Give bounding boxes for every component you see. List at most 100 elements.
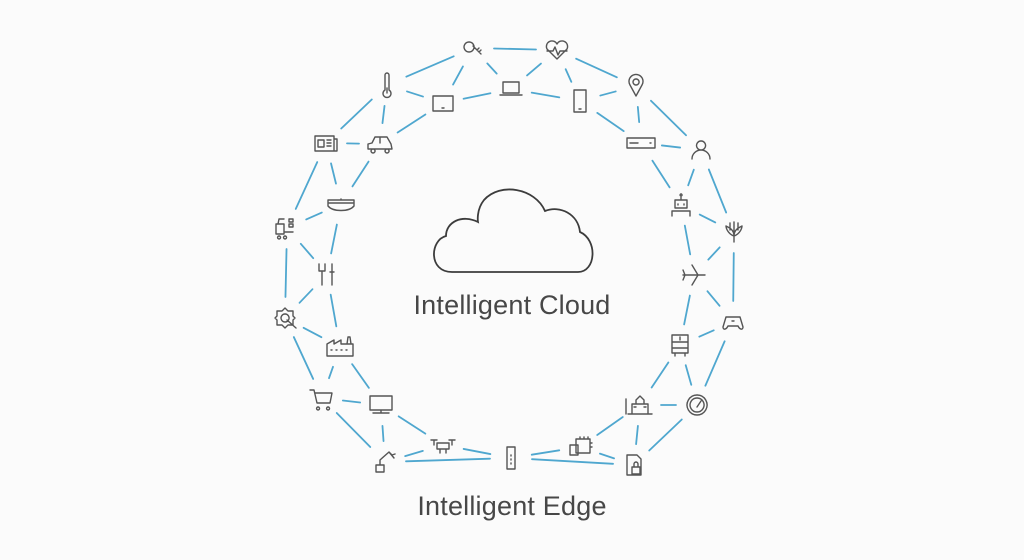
link-usb-device-drone [462,448,492,455]
link-robot-airplane [683,224,692,256]
person-icon [691,140,711,160]
key-icon [463,41,482,55]
airplane-icon [682,264,706,286]
server-icon [626,137,656,149]
link-person-robot [687,168,695,187]
tablet-glyph [432,95,454,112]
link-monitor-shopping-cart [341,399,362,404]
link-robot-arm-shopping-cart [335,412,372,448]
link-gamepad-bus [698,329,715,338]
link-gear-wrench-tools [298,288,314,304]
chip-glyph [569,436,593,456]
robot-arm-glyph [375,451,396,473]
cloud-icon [433,188,594,273]
link-monitor-robot-arm [381,425,385,442]
link-forklift-headset [305,211,323,221]
link-airplane-bus [683,294,691,326]
monitor-icon [369,395,393,414]
usb-device-icon [506,446,516,470]
car-glyph [367,136,393,154]
link-tools-forklift [299,242,315,260]
link-key-laptop [486,62,498,75]
link-thermometer-tablet [406,90,424,98]
gear-wrench-icon [274,307,297,329]
drone-icon [430,439,456,454]
location-pin-glyph [628,73,644,97]
chip-icon [569,436,593,456]
forklift-glyph [275,218,294,240]
link-monitor-factory [351,363,370,389]
link-thermometer-car [381,104,386,125]
server-glyph [626,137,656,149]
gauge-icon [686,394,708,416]
gamepad-icon [722,316,744,330]
newspaper-icon [314,135,338,152]
headset-glyph [327,198,355,212]
link-usb-device-robot-arm [405,457,491,463]
wheat-glyph [725,221,743,243]
thermometer-icon [382,72,392,99]
document-lock-glyph [626,454,642,476]
airplane-glyph [682,264,706,286]
car-icon [367,136,393,154]
factory-glyph [326,336,354,357]
link-person-wheat [707,168,728,214]
heart-rate-icon [545,40,569,60]
wheat-icon [725,221,743,243]
link-shopping-cart-factory [328,365,334,380]
device-icons [274,40,744,476]
link-headset-newspaper [330,162,337,185]
link-heart-rate-laptop [526,62,542,77]
document-lock-icon [626,454,642,476]
link-school-chip [596,416,624,436]
link-location-pin-server [636,106,641,123]
link-gear-wrench-forklift [284,248,288,298]
connection-lines [284,47,735,465]
location-pin-icon [628,73,644,97]
link-laptop-phone [530,91,561,99]
link-headset-car [351,160,370,188]
shopping-cart-icon [309,389,333,411]
phone-glyph [573,89,587,113]
laptop-icon [499,81,523,96]
headset-icon [327,198,355,212]
link-forklift-newspaper [294,161,319,210]
intelligent-edge-label: Intelligent Edge [417,491,607,521]
forklift-icon [275,218,294,240]
intelligent-cloud-label: Intelligent Cloud [413,290,611,320]
bus-icon [671,334,689,357]
link-shopping-cart-gear-wrench [292,336,315,380]
link-gamepad-gauge [704,340,726,387]
link-document-lock-usb-device [531,458,614,465]
heart-rate-glyph [545,40,569,60]
link-tablet-laptop [462,92,492,100]
link-gauge-document-lock [648,418,683,452]
newspaper-glyph [314,135,338,152]
link-chip-usb-device [530,449,561,456]
link-drone-monitor [397,415,427,435]
link-robot-wheat [698,213,717,224]
link-factory-gear-wrench [302,326,323,339]
robot-icon [671,193,691,217]
link-server-person [660,144,682,149]
link-factory-tools [329,293,338,328]
link-drone-robot-arm [404,450,424,457]
robot-arm-icon [375,451,396,473]
link-location-pin-phone [599,90,617,97]
drone-glyph [430,439,456,454]
monitor-glyph [369,395,393,414]
link-newspaper-thermometer [340,98,373,130]
gauge-glyph [686,394,708,416]
tools-icon [318,263,335,286]
link-airplane-gamepad [706,290,721,307]
factory-icon [326,336,354,357]
link-bus-gauge [684,364,693,386]
school-icon [625,395,653,415]
link-bus-school [650,361,670,389]
shopping-cart-glyph [309,389,333,411]
link-car-tablet [396,113,427,134]
robot-glyph [671,193,691,217]
link-thermometer-key [405,55,455,78]
school-glyph [625,395,653,415]
